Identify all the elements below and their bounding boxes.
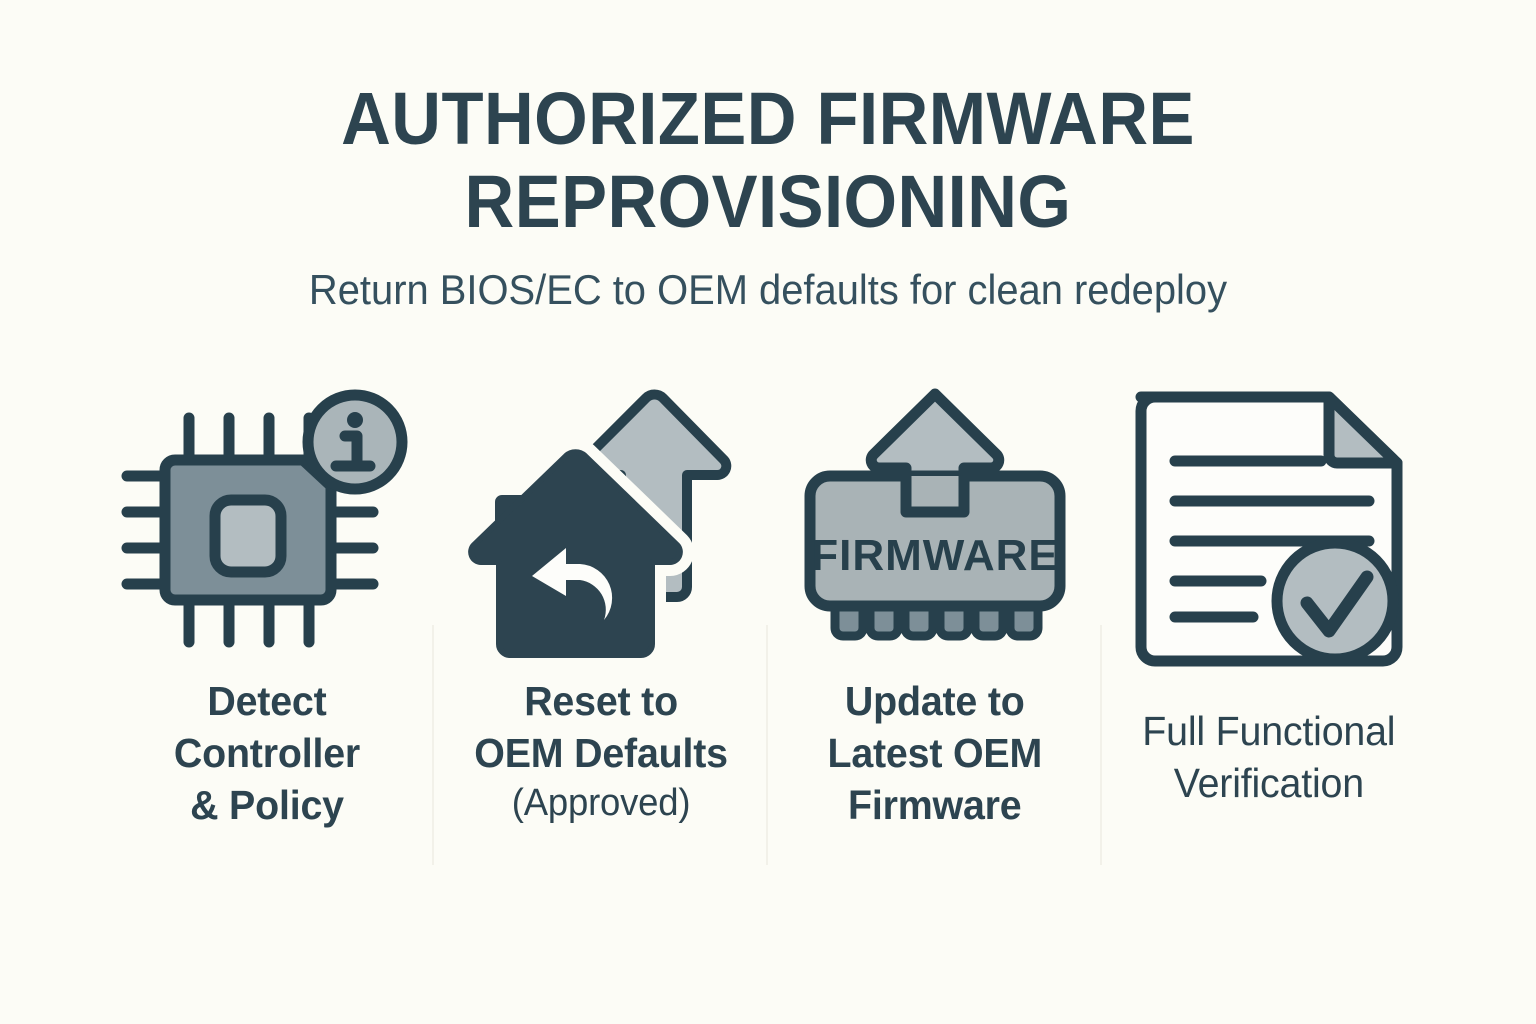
house-shape	[468, 449, 683, 658]
caption-line: Controller	[173, 730, 361, 777]
firmware-icon-label: FIRMWARE	[811, 531, 1059, 580]
caption-line: Detect	[207, 678, 327, 724]
step-item-full-functional-verification: Full Functional Verification	[1102, 375, 1436, 875]
home-reset-arrow-icon	[436, 375, 766, 675]
step-item-update-to-latest-oem-firmware: FIRMWARE Update to Latest OEM Firmware	[768, 375, 1102, 875]
page-title: AUTHORIZED FIRMWARE REPROVISIONING	[303, 77, 1233, 244]
reset-arrow-glyph	[532, 548, 613, 620]
step-caption-detect-controller: Detect Controller & Policy	[174, 675, 360, 831]
step-item-reset-to-oem-defaults: Reset to OEM Defaults (Approved)	[434, 375, 768, 875]
column-divider	[432, 625, 434, 865]
page-title-line-2: REPROVISIONING	[464, 159, 1072, 243]
cpu-chip-info-icon	[102, 375, 432, 675]
column-divider	[766, 625, 768, 865]
caption-line: Firmware	[848, 782, 1022, 829]
caption-line: & Policy	[190, 782, 344, 829]
info-badge-dot	[347, 412, 363, 428]
arrow-stem-outline	[900, 476, 970, 518]
document-checkmark-icon	[1104, 375, 1434, 675]
step-item-detect-controller: Detect Controller & Policy	[100, 375, 434, 875]
page-title-line-1: AUTHORIZED FIRMWARE	[341, 77, 1195, 160]
step-caption-reset-to-oem-defaults: Reset to OEM Defaults (Approved)	[474, 675, 728, 827]
step-caption-update-to-latest-oem-firmware: Update to Latest OEM Firmware	[828, 675, 1043, 831]
arrow-stem-fill	[906, 476, 964, 512]
info-badge-stem	[330, 430, 376, 472]
header: AUTHORIZED FIRMWARE REPROVISIONING Retur…	[0, 77, 1536, 314]
page-subtitle: Return BIOS/EC to OEM defaults for clean…	[308, 265, 1228, 313]
caption-note: (Approved)	[511, 782, 691, 825]
cpu-chip-info-icon-svg	[121, 389, 408, 648]
caption-line: Full Functional	[1142, 708, 1396, 754]
caption-line: Latest OEM	[827, 730, 1043, 777]
caption-line: Reset to	[524, 678, 678, 724]
firmware-chip-upload-icon: FIRMWARE	[770, 375, 1100, 675]
verification-check-circle	[1271, 537, 1399, 665]
column-divider	[1100, 625, 1102, 865]
home-reset-arrow-icon-svg	[457, 389, 732, 669]
steps-row: Detect Controller & Policy	[100, 375, 1436, 875]
caption-line: Update to	[845, 678, 1025, 724]
caption-line: Verification	[1173, 760, 1365, 807]
chip-core	[209, 494, 287, 578]
document-fold	[1323, 391, 1403, 469]
check-mark-icon	[1300, 570, 1374, 638]
firmware-chip-upload-icon-svg: FIRMWARE	[804, 388, 1066, 641]
caption-line: OEM Defaults	[474, 730, 728, 777]
document-checkmark-icon-svg	[1135, 391, 1403, 667]
step-caption-full-functional-verification: Full Functional Verification	[1142, 705, 1395, 809]
